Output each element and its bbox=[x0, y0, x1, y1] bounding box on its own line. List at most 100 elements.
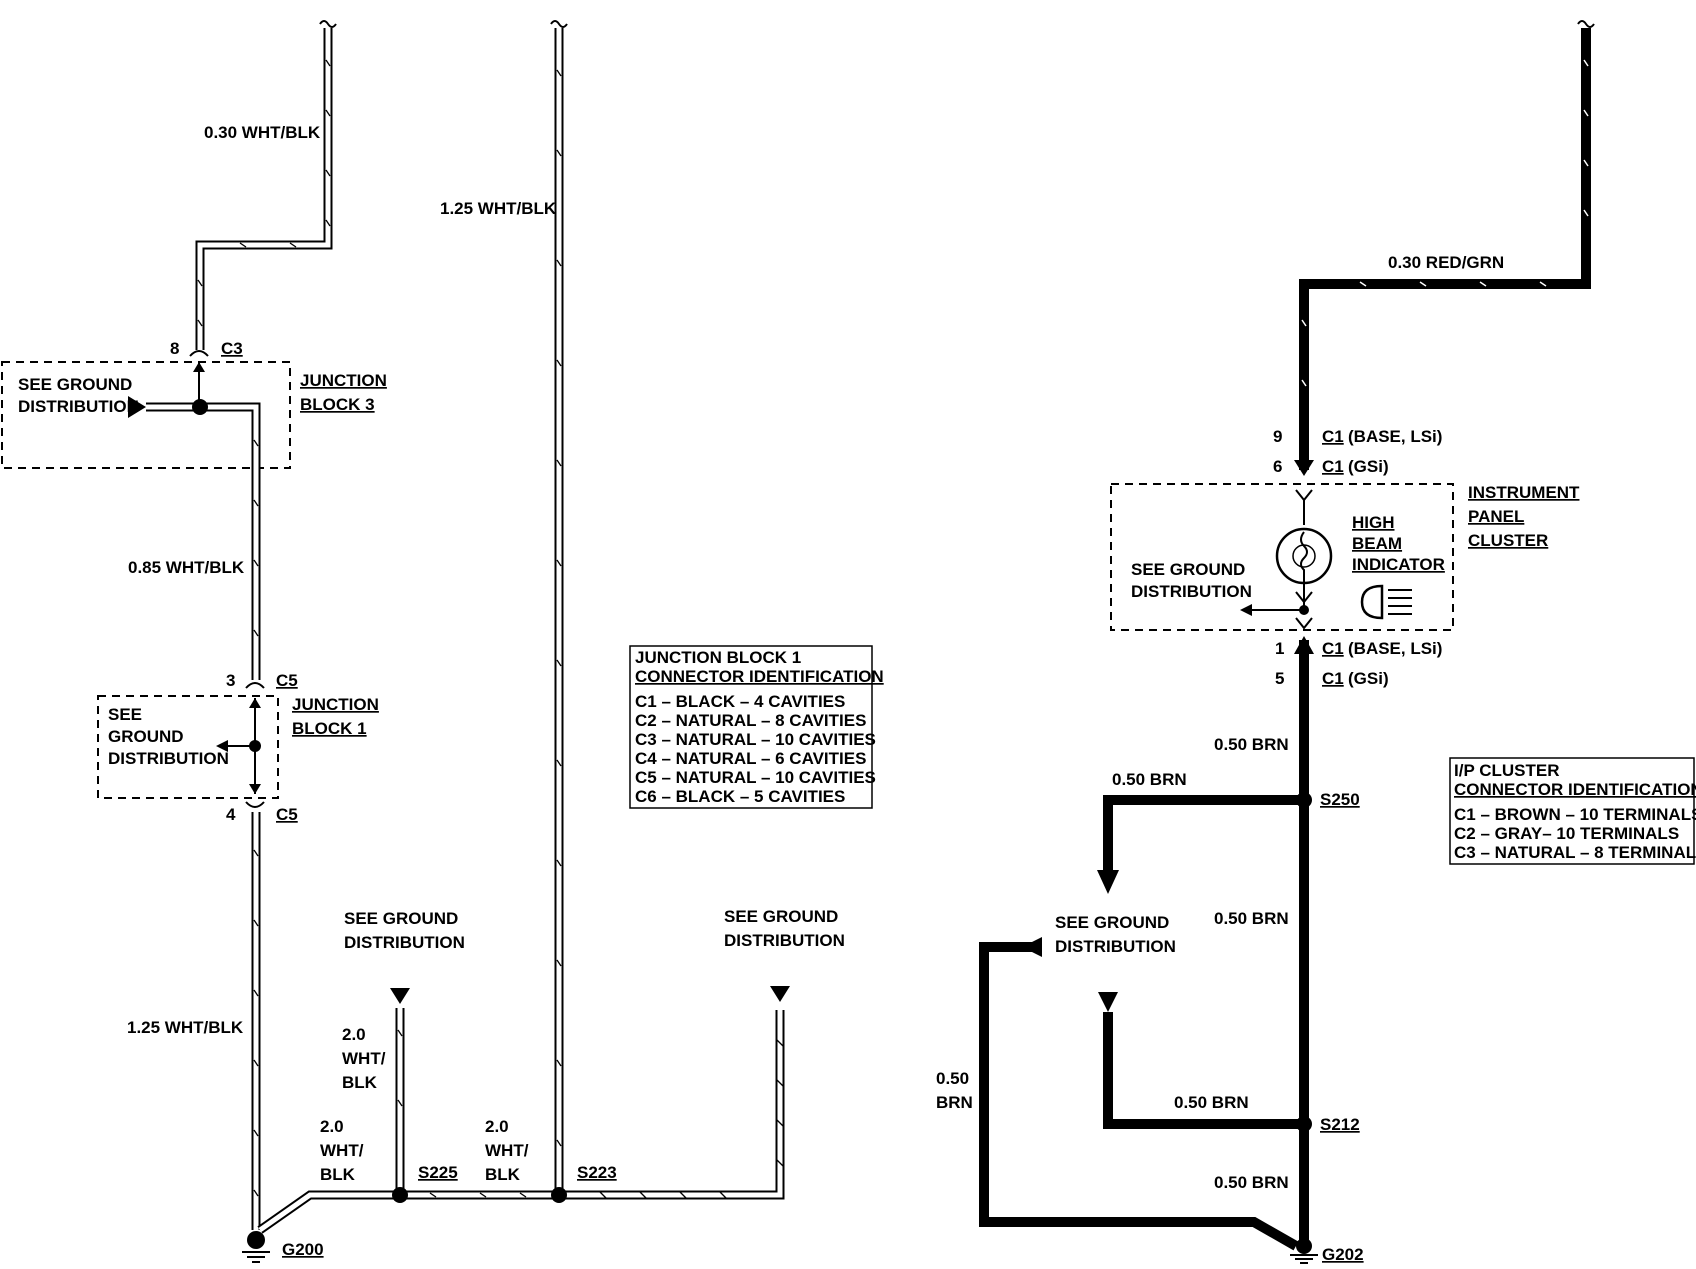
wire-label-20-c-1: 2.0 bbox=[485, 1117, 509, 1136]
arrow-icon bbox=[1294, 636, 1314, 654]
jb1-table-title-1: JUNCTION BLOCK 1 bbox=[635, 648, 801, 667]
jb1-table-row: C3 – NATURAL – 10 CAVITIES bbox=[635, 730, 876, 749]
ground-arrow-icon bbox=[1098, 992, 1118, 1012]
ipc-bot-pin-b: 5 bbox=[1275, 669, 1284, 688]
wire-label-125-wht-blk-top: 1.25 WHT/BLK bbox=[440, 199, 557, 218]
ipc-label-2: PANEL bbox=[1468, 507, 1524, 526]
ground-splice-g202 bbox=[1296, 1238, 1312, 1254]
wire-label-20-a-1: 2.0 bbox=[342, 1025, 366, 1044]
connector-symbol bbox=[1295, 489, 1313, 502]
connector-symbol bbox=[245, 801, 265, 808]
ipc-table-title-1: I/P CLUSTER bbox=[1454, 761, 1559, 780]
jb3-ground-label-1: SEE GROUND bbox=[18, 375, 132, 394]
ground-arrow-icon bbox=[216, 740, 228, 752]
splice-s223-label: S223 bbox=[577, 1163, 617, 1182]
ipc-top-note-a: (BASE, LSi) bbox=[1348, 427, 1442, 446]
splice-s212-label: S212 bbox=[1320, 1115, 1360, 1134]
connector-symbol bbox=[1295, 617, 1313, 630]
wire-label-20-c-3: BLK bbox=[485, 1165, 521, 1184]
jb3-pin-number: 8 bbox=[170, 339, 179, 358]
wire-label-050-brn-2: 0.50 BRN bbox=[1112, 770, 1187, 789]
high-beam-label-1: HIGH bbox=[1352, 513, 1395, 532]
s223-ground-label-1: SEE GROUND bbox=[724, 907, 838, 926]
splice-s225 bbox=[392, 1187, 408, 1203]
wire-break-mark bbox=[319, 20, 337, 28]
s225-ground-label-2: DISTRIBUTION bbox=[344, 933, 465, 952]
wire-label-050-brn-1: 0.50 BRN bbox=[1214, 735, 1289, 754]
ipc-top-pin-b: 6 bbox=[1273, 457, 1282, 476]
ipc-bot-pin-a: 1 bbox=[1275, 639, 1284, 658]
jb1-ground-label-1: SEE bbox=[108, 705, 142, 724]
connector-symbol bbox=[245, 682, 265, 689]
ipc-connector-table bbox=[1449, 757, 1695, 865]
jb3-connector: C3 bbox=[221, 339, 243, 358]
junction-block-3-label-1: JUNCTION bbox=[300, 371, 387, 390]
jb1-bottom-connector: C5 bbox=[276, 805, 298, 824]
ipc-top-note-b: (GSi) bbox=[1348, 457, 1389, 476]
splice-s225-label: S225 bbox=[418, 1163, 458, 1182]
wire-label-20-b-1: 2.0 bbox=[320, 1117, 344, 1136]
jb3-ground-label-2: DISTRIBUTION bbox=[18, 397, 139, 416]
ipc-ground-label-2: DISTRIBUTION bbox=[1131, 582, 1252, 601]
jb1-bottom-pin: 4 bbox=[226, 805, 236, 824]
wire-label-050-brn-left-2: BRN bbox=[936, 1093, 973, 1112]
ipc-bot-note-b: (GSi) bbox=[1348, 669, 1389, 688]
wire-label-20-b-3: BLK bbox=[320, 1165, 356, 1184]
ipc-label-3: CLUSTER bbox=[1468, 531, 1548, 550]
jb1-connector-table bbox=[629, 645, 873, 809]
ipc-top-pin-a: 9 bbox=[1273, 427, 1282, 446]
arrow-icon bbox=[1294, 460, 1314, 476]
right-ground-label-2: DISTRIBUTION bbox=[1055, 937, 1176, 956]
jb1-table-row: C2 – NATURAL – 8 CAVITIES bbox=[635, 711, 866, 730]
jb1-ground-label-3: DISTRIBUTION bbox=[108, 749, 229, 768]
ipc-table-row: C3 – NATURAL – 8 TERMINALS bbox=[1454, 843, 1696, 862]
splice-dot bbox=[249, 740, 261, 752]
junction-block-3-box bbox=[1, 361, 291, 469]
ipc-top-conn-a: C1 bbox=[1322, 427, 1344, 446]
ipc-ground-label-1: SEE GROUND bbox=[1131, 560, 1245, 579]
ground-g200-label: G200 bbox=[282, 1240, 324, 1259]
wire-label-20-b-2: WHT/ bbox=[320, 1141, 364, 1160]
splice-s250-label: S250 bbox=[1320, 790, 1360, 809]
jb1-table-row: C5 – NATURAL – 10 CAVITIES bbox=[635, 768, 876, 787]
junction-block-1-label-1: JUNCTION bbox=[292, 695, 379, 714]
junction-block-3-label-2: BLOCK 3 bbox=[300, 395, 375, 414]
wire-label-20-c-2: WHT/ bbox=[485, 1141, 529, 1160]
ground-arrow-icon bbox=[770, 986, 790, 1002]
jb1-table-title-2: CONNECTOR IDENTIFICATION bbox=[635, 667, 884, 686]
headlamp-icon bbox=[1360, 584, 1412, 620]
jb1-top-pin: 3 bbox=[226, 671, 235, 690]
s223-ground-label-2: DISTRIBUTION bbox=[724, 931, 845, 950]
wire-break-mark bbox=[550, 20, 568, 28]
ipc-bot-conn-a: C1 bbox=[1322, 639, 1344, 658]
wire-0-50-brn-s250-branch bbox=[1103, 795, 1304, 872]
junction-block-1-box bbox=[97, 695, 279, 799]
ipc-table-title-2: CONNECTOR IDENTIFICATION bbox=[1454, 780, 1696, 799]
ipc-bot-conn-b: C1 bbox=[1322, 669, 1344, 688]
instrument-panel-cluster-box bbox=[1110, 483, 1454, 631]
wire-0-30-wht-blk bbox=[195, 28, 333, 350]
ground-arrow-icon bbox=[1240, 604, 1252, 616]
right-ground-label-1: SEE GROUND bbox=[1055, 913, 1169, 932]
ground-g202-label: G202 bbox=[1322, 1245, 1364, 1264]
s225-ground-label-1: SEE GROUND bbox=[344, 909, 458, 928]
wire-label-050-brn-3: 0.50 BRN bbox=[1214, 909, 1289, 928]
wire-0-30-red-grn bbox=[1299, 28, 1591, 470]
wire-break-mark bbox=[1577, 20, 1595, 28]
ipc-table-row: C1 – BROWN – 10 TERMINALS bbox=[1454, 805, 1696, 824]
jb1-table-row: C6 – BLACK – 5 CAVITIES bbox=[635, 787, 845, 806]
wire-label-030-red-grn: 0.30 RED/GRN bbox=[1388, 253, 1504, 272]
ground-splice-g200 bbox=[247, 1231, 265, 1249]
wire-label-125-wht-blk-bottom: 1.25 WHT/BLK bbox=[127, 1018, 244, 1037]
junction-block-1-label-2: BLOCK 1 bbox=[292, 719, 367, 738]
ground-arrow-icon bbox=[128, 396, 146, 418]
wire-label-030-wht-blk: 0.30 WHT/BLK bbox=[204, 123, 321, 142]
wire-label-085-wht-blk: 0.85 WHT/BLK bbox=[128, 558, 245, 577]
ipc-bot-note-a: (BASE, LSi) bbox=[1348, 639, 1442, 658]
connector-symbol bbox=[189, 350, 209, 357]
wire-label-050-brn-4: 0.50 BRN bbox=[1174, 1093, 1249, 1112]
splice-s223 bbox=[551, 1187, 567, 1203]
ipc-top-conn-b: C1 bbox=[1322, 457, 1344, 476]
